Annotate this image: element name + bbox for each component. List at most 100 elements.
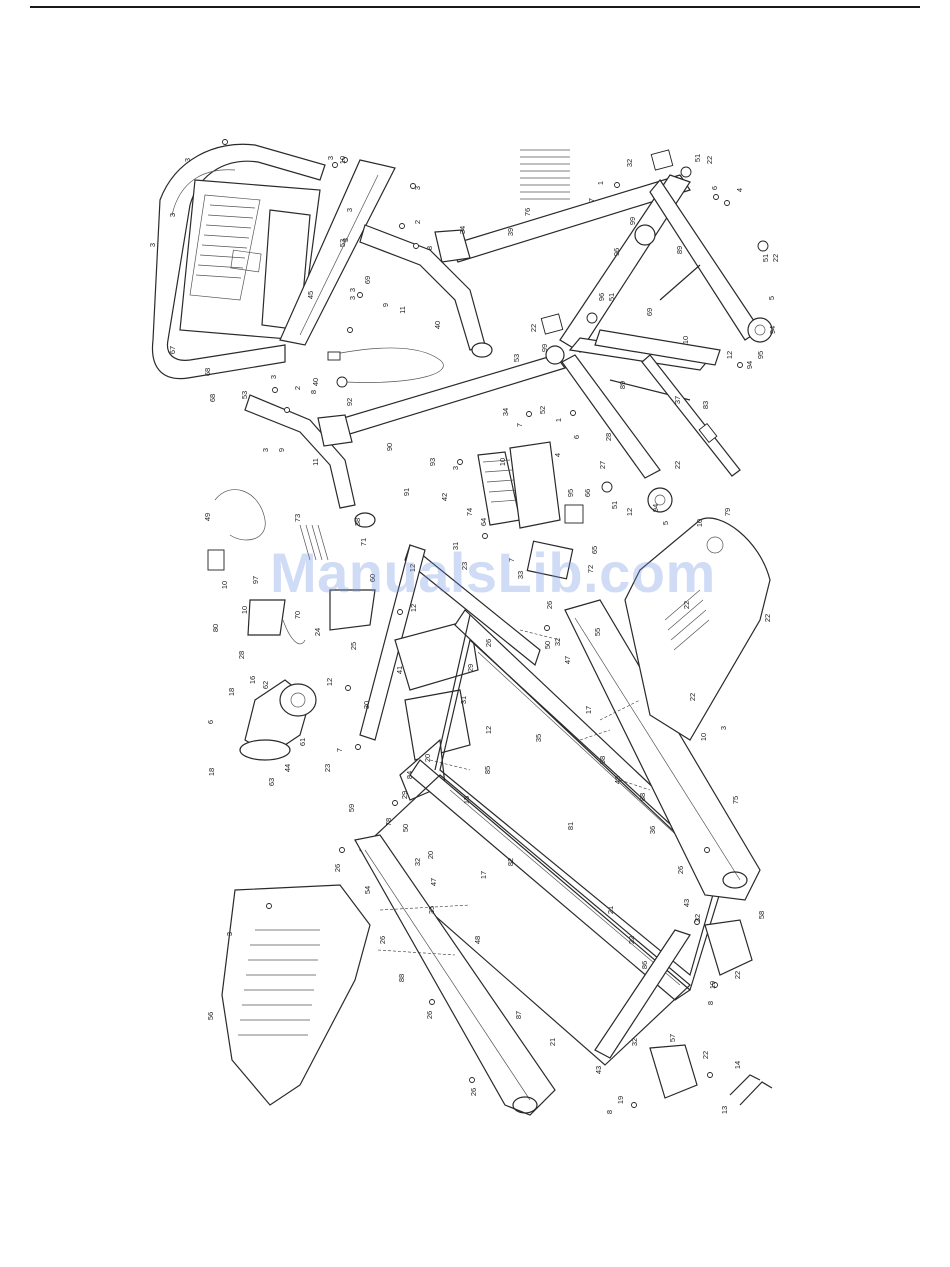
watermark: ManualsLib.com	[270, 541, 716, 604]
callout-label: 72	[586, 565, 595, 573]
callout-label: 3	[168, 213, 177, 217]
callout-label: 8	[309, 390, 318, 394]
callout-label: 25	[349, 642, 358, 650]
callout-label: 57	[668, 1034, 677, 1042]
callout-label: 91	[402, 488, 411, 496]
callout-label: 50	[543, 641, 552, 649]
walking-belt-82	[359, 774, 691, 1066]
callout-label: 80	[211, 624, 220, 632]
callout-label: 27	[598, 461, 607, 469]
callout-label: 35	[427, 906, 436, 914]
callout-label: 26	[545, 601, 554, 609]
callout-label: 3	[183, 158, 192, 162]
callout-label: 98	[598, 756, 607, 764]
callout-label: 20	[426, 851, 435, 859]
callout-label: 54	[363, 886, 372, 894]
rear-hood-56	[221, 884, 371, 1106]
wire-bundle-76	[520, 149, 570, 200]
callout-label: 51	[693, 154, 702, 162]
callout-label: 52	[538, 406, 547, 414]
callout-label: 64	[479, 518, 488, 526]
callout-label: 22	[673, 461, 682, 469]
callout-label: 6	[710, 186, 719, 190]
callout-label: 49	[203, 513, 212, 521]
callout-label: 10	[498, 458, 507, 466]
console-handlebar	[151, 143, 326, 380]
callout-label: 29	[466, 664, 475, 672]
callout-label: 74	[465, 508, 474, 516]
callout-label: 3	[413, 186, 422, 190]
callout-label: 10	[338, 156, 347, 164]
callout-label: 31	[459, 696, 468, 704]
callout-label: 55	[593, 628, 602, 636]
callout-label: 12	[484, 726, 493, 734]
callout-label: 3	[719, 726, 728, 730]
callout-label: 45	[306, 291, 315, 299]
callout-label: 86	[640, 961, 649, 969]
callout-label: 32	[553, 638, 562, 646]
callout-label: 48	[613, 776, 622, 784]
callout-label: 6	[572, 435, 581, 439]
hex-keys-13-14	[729, 1074, 773, 1106]
callout-label: 94	[745, 361, 754, 369]
callout-label: 2	[413, 220, 422, 224]
callout-label: 34	[458, 226, 467, 234]
callout-label: 22	[688, 693, 697, 701]
callout-label: 42	[440, 493, 449, 501]
callout-label: 35	[534, 734, 543, 742]
callout-label: 22	[701, 1051, 710, 1059]
callout-label: 94	[651, 504, 660, 512]
callout-label: 75	[731, 796, 740, 804]
callout-label: 39	[506, 228, 515, 236]
callout-label: 7	[515, 423, 524, 427]
callout-label: 21	[606, 906, 615, 914]
callout-label: 62	[261, 681, 270, 689]
callout-label: 66	[583, 489, 592, 497]
callout-label: 73	[293, 514, 302, 522]
callout-label: 28	[604, 433, 613, 441]
callout-label: 18	[227, 688, 236, 696]
callout-label: 6	[206, 720, 215, 724]
callout-label: 17	[479, 871, 488, 879]
upright-left	[279, 159, 396, 346]
callout-label: 97	[251, 576, 260, 584]
callout-label: 65	[590, 546, 599, 554]
callout-label: 92	[345, 398, 354, 406]
callout-label: 90	[385, 443, 394, 451]
callout-label: 3	[326, 156, 335, 160]
crossbar-39	[434, 174, 691, 263]
callout-label: 19	[708, 981, 717, 989]
callout-label: 10	[681, 336, 690, 344]
callout-label: 50	[401, 824, 410, 832]
callout-label: 32	[413, 858, 422, 866]
callout-label: 69	[363, 276, 372, 284]
callout-label: 40	[433, 321, 442, 329]
callout-label: 10	[699, 733, 708, 741]
callout-label: 43	[682, 899, 691, 907]
callout-label: 43	[594, 1066, 603, 1074]
callout-label: 82	[506, 858, 515, 866]
callout-label: 3	[261, 448, 270, 452]
callout-label: 41	[395, 666, 404, 674]
callout-label: 71	[359, 538, 368, 546]
callout-label: 18	[207, 768, 216, 776]
callout-label: 33	[516, 571, 525, 579]
callout-label: 3	[269, 375, 278, 379]
callout-label: 96	[612, 248, 621, 256]
frame-41	[359, 543, 541, 801]
callout-label: 28	[237, 651, 246, 659]
callout-label: 8	[425, 246, 434, 250]
callout-label: 60	[368, 574, 377, 582]
callout-label: 26	[469, 1088, 478, 1096]
callout-label: 9	[381, 303, 390, 307]
callout-label: 26	[425, 1011, 434, 1019]
callout-label: 69	[645, 308, 654, 316]
rear-roller-86	[594, 929, 691, 1059]
callout-label: 12	[325, 678, 334, 686]
callout-label: 17	[584, 706, 593, 714]
callout-label: 51	[610, 501, 619, 509]
callout-label: 26	[378, 936, 387, 944]
incline-actuator-83	[641, 354, 741, 477]
